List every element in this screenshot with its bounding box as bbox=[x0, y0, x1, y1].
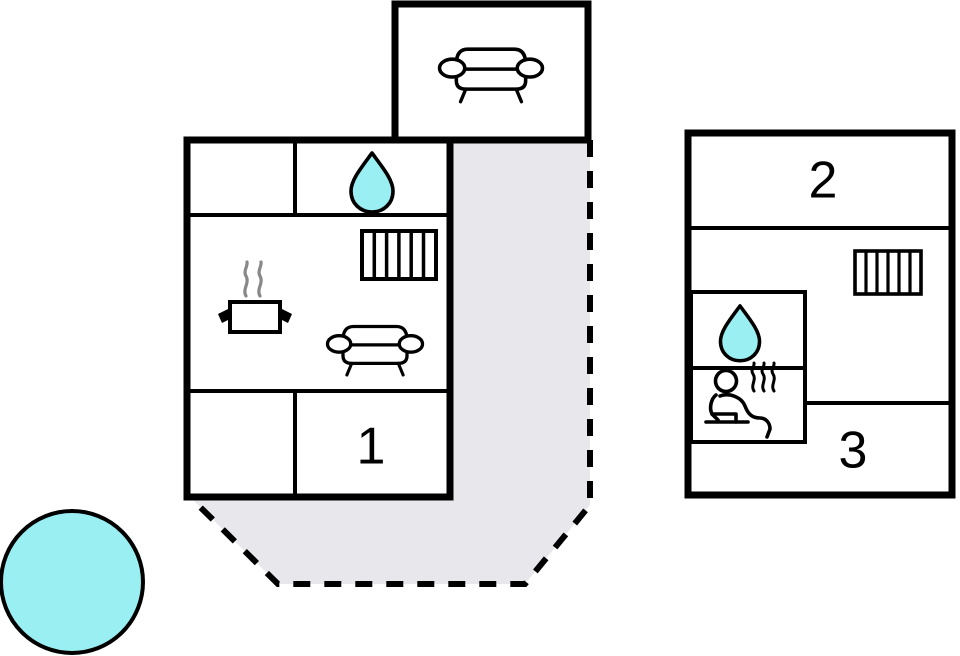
stairs-icon bbox=[853, 249, 923, 296]
pool-circle-icon bbox=[0, 509, 145, 655]
sauna-person-arm bbox=[710, 412, 738, 424]
terrace-area bbox=[187, 140, 593, 587]
sauna-steam-2 bbox=[760, 361, 766, 393]
pot-handle-left bbox=[218, 308, 230, 323]
sauna-steam-3 bbox=[770, 361, 776, 393]
room-label-3: 3 bbox=[839, 422, 868, 480]
left-building: 1 bbox=[183, 0, 592, 501]
sauna-person-body-leg bbox=[718, 392, 772, 439]
water-drop-icon bbox=[718, 304, 762, 363]
sofa-icon bbox=[437, 47, 545, 104]
sauna-steam-1 bbox=[750, 361, 756, 393]
stairs-icon bbox=[360, 229, 438, 281]
water-drop-icon bbox=[349, 151, 395, 214]
terrace-fill bbox=[190, 140, 590, 584]
steam-line-1 bbox=[243, 260, 249, 298]
terrace-dashed-outline bbox=[187, 140, 593, 587]
pot-handle-right bbox=[280, 308, 292, 323]
sauna-person-head bbox=[713, 368, 739, 394]
room-label-2: 2 bbox=[809, 152, 838, 210]
cooking-pot-icon bbox=[218, 260, 292, 334]
steam-line-2 bbox=[257, 260, 263, 298]
sauna-icon bbox=[704, 361, 776, 439]
right-building: 2 3 bbox=[684, 129, 956, 499]
room-label-1: 1 bbox=[357, 418, 386, 476]
pot-body bbox=[228, 300, 282, 334]
sofa-icon bbox=[325, 324, 425, 377]
pool bbox=[0, 509, 145, 655]
room-upper-annex[interactable] bbox=[391, 0, 592, 144]
